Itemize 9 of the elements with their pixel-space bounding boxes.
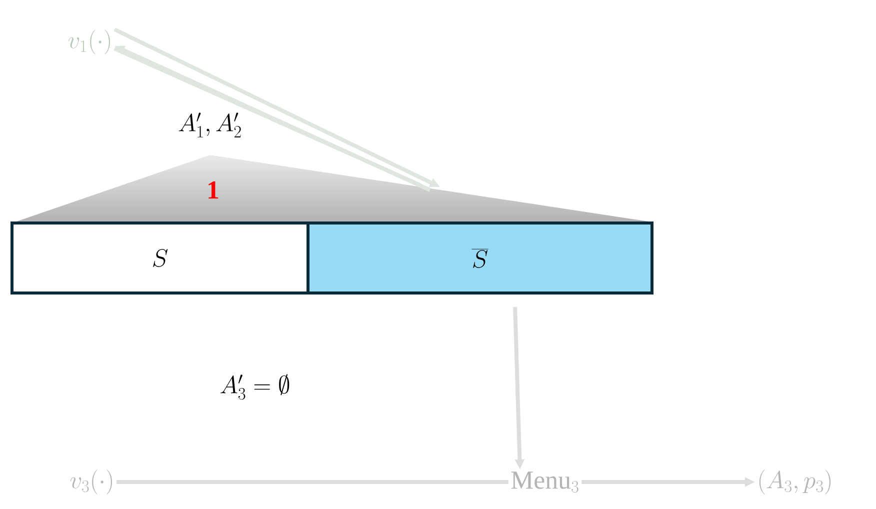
set-label: $A'_1, A'_2$: [178, 112, 241, 138]
set-cell: $\overline{S}$: [306, 222, 654, 294]
set-cell: $S$: [10, 222, 310, 294]
set-label: $A'_3 = \emptyset$: [220, 374, 290, 400]
step-number: 1: [208, 181, 218, 199]
faded-label: $(A_3, p_3)$: [759, 470, 831, 494]
faded-label: $v_1(\cdot)$: [68, 30, 110, 54]
faded-label: $\mathrm{Menu}_3$: [511, 472, 578, 493]
faded-label: $v_3(\cdot)$: [70, 470, 112, 494]
